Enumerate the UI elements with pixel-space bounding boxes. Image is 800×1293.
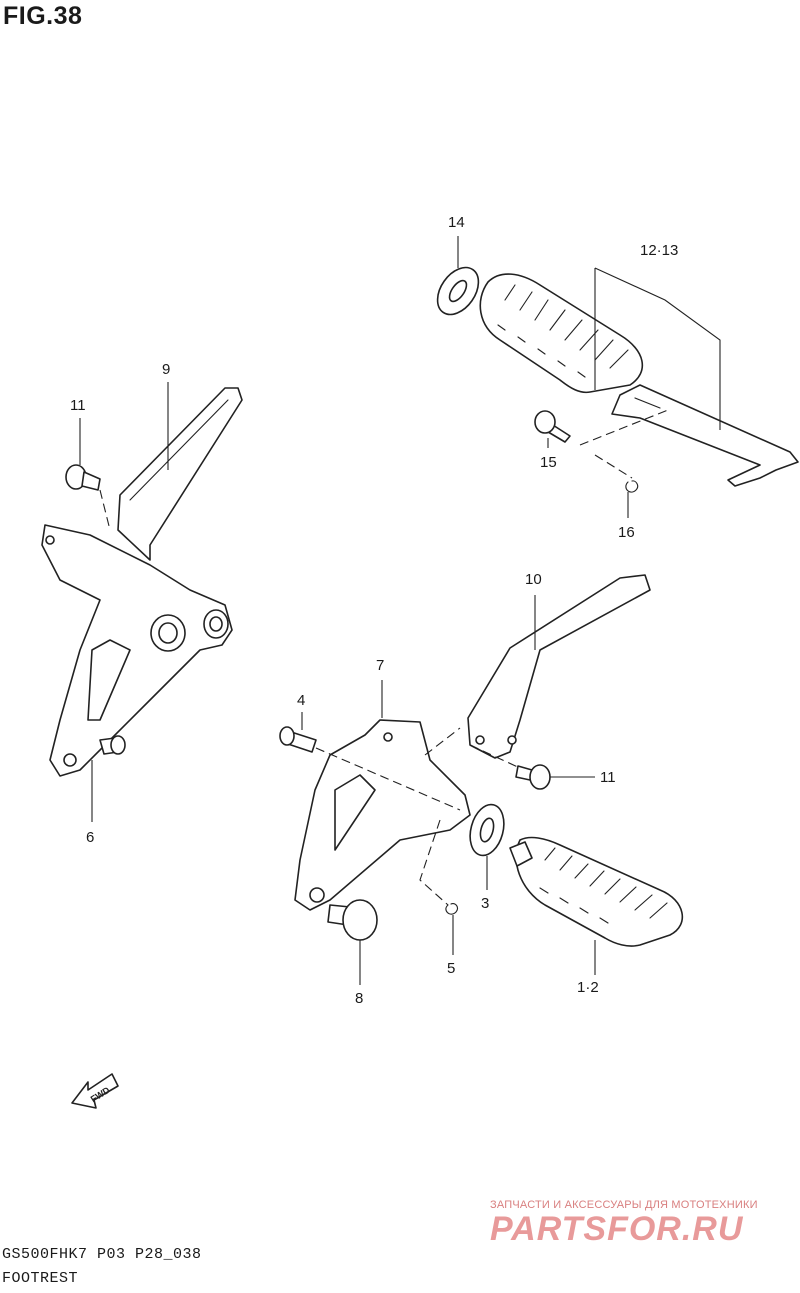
clip-5	[445, 903, 459, 915]
callout-11-upper: 11	[70, 397, 86, 414]
callout-6: 6	[86, 829, 94, 846]
callout-12-13: 12·13	[640, 242, 678, 259]
callout-9: 9	[162, 361, 170, 378]
footrest-rubber-1-2	[509, 836, 684, 947]
bolt-11-lower	[515, 764, 551, 790]
pin-15	[534, 410, 571, 443]
footrest-bracket-7	[294, 719, 471, 911]
callout-16: 16	[618, 524, 635, 541]
heel-guard-10	[467, 574, 651, 759]
callout-14: 14	[448, 214, 465, 231]
callout-1-2: 1·2	[577, 979, 599, 996]
rear-footrest-bar	[611, 384, 799, 487]
callout-4: 4	[297, 692, 305, 709]
bolt-8	[327, 899, 378, 941]
heel-guard-9	[117, 387, 243, 561]
fwd-arrow-icon: FWD	[71, 1073, 119, 1109]
footrest-bracket-6	[41, 524, 233, 777]
washer-3	[469, 803, 505, 857]
pin-6	[99, 735, 126, 755]
callout-5: 5	[447, 960, 455, 977]
callout-15: 15	[540, 454, 557, 471]
watermark-tagline: ЗАПЧАСТИ И АКСЕССУАРЫ ДЛЯ МОТОТЕХНИКИ	[490, 1199, 758, 1211]
watermark-logo: PARTSFOR.RU	[490, 1210, 744, 1248]
callout-10: 10	[525, 571, 542, 588]
callout-11-lower: 11	[600, 769, 616, 786]
pin-4	[279, 726, 317, 753]
washer-14	[436, 266, 480, 316]
callout-7: 7	[376, 657, 384, 674]
bolt-11-upper	[65, 464, 101, 491]
figure-title: FIG.38	[3, 2, 83, 30]
callout-8: 8	[355, 990, 363, 1007]
footer-section-name: FOOTREST	[2, 1270, 79, 1287]
callout-3: 3	[481, 895, 489, 912]
footer-model-code: GS500FHK7 P03 P28_038	[2, 1246, 202, 1263]
footrest-rubber-12-13	[479, 273, 644, 394]
clip-16	[625, 480, 639, 493]
